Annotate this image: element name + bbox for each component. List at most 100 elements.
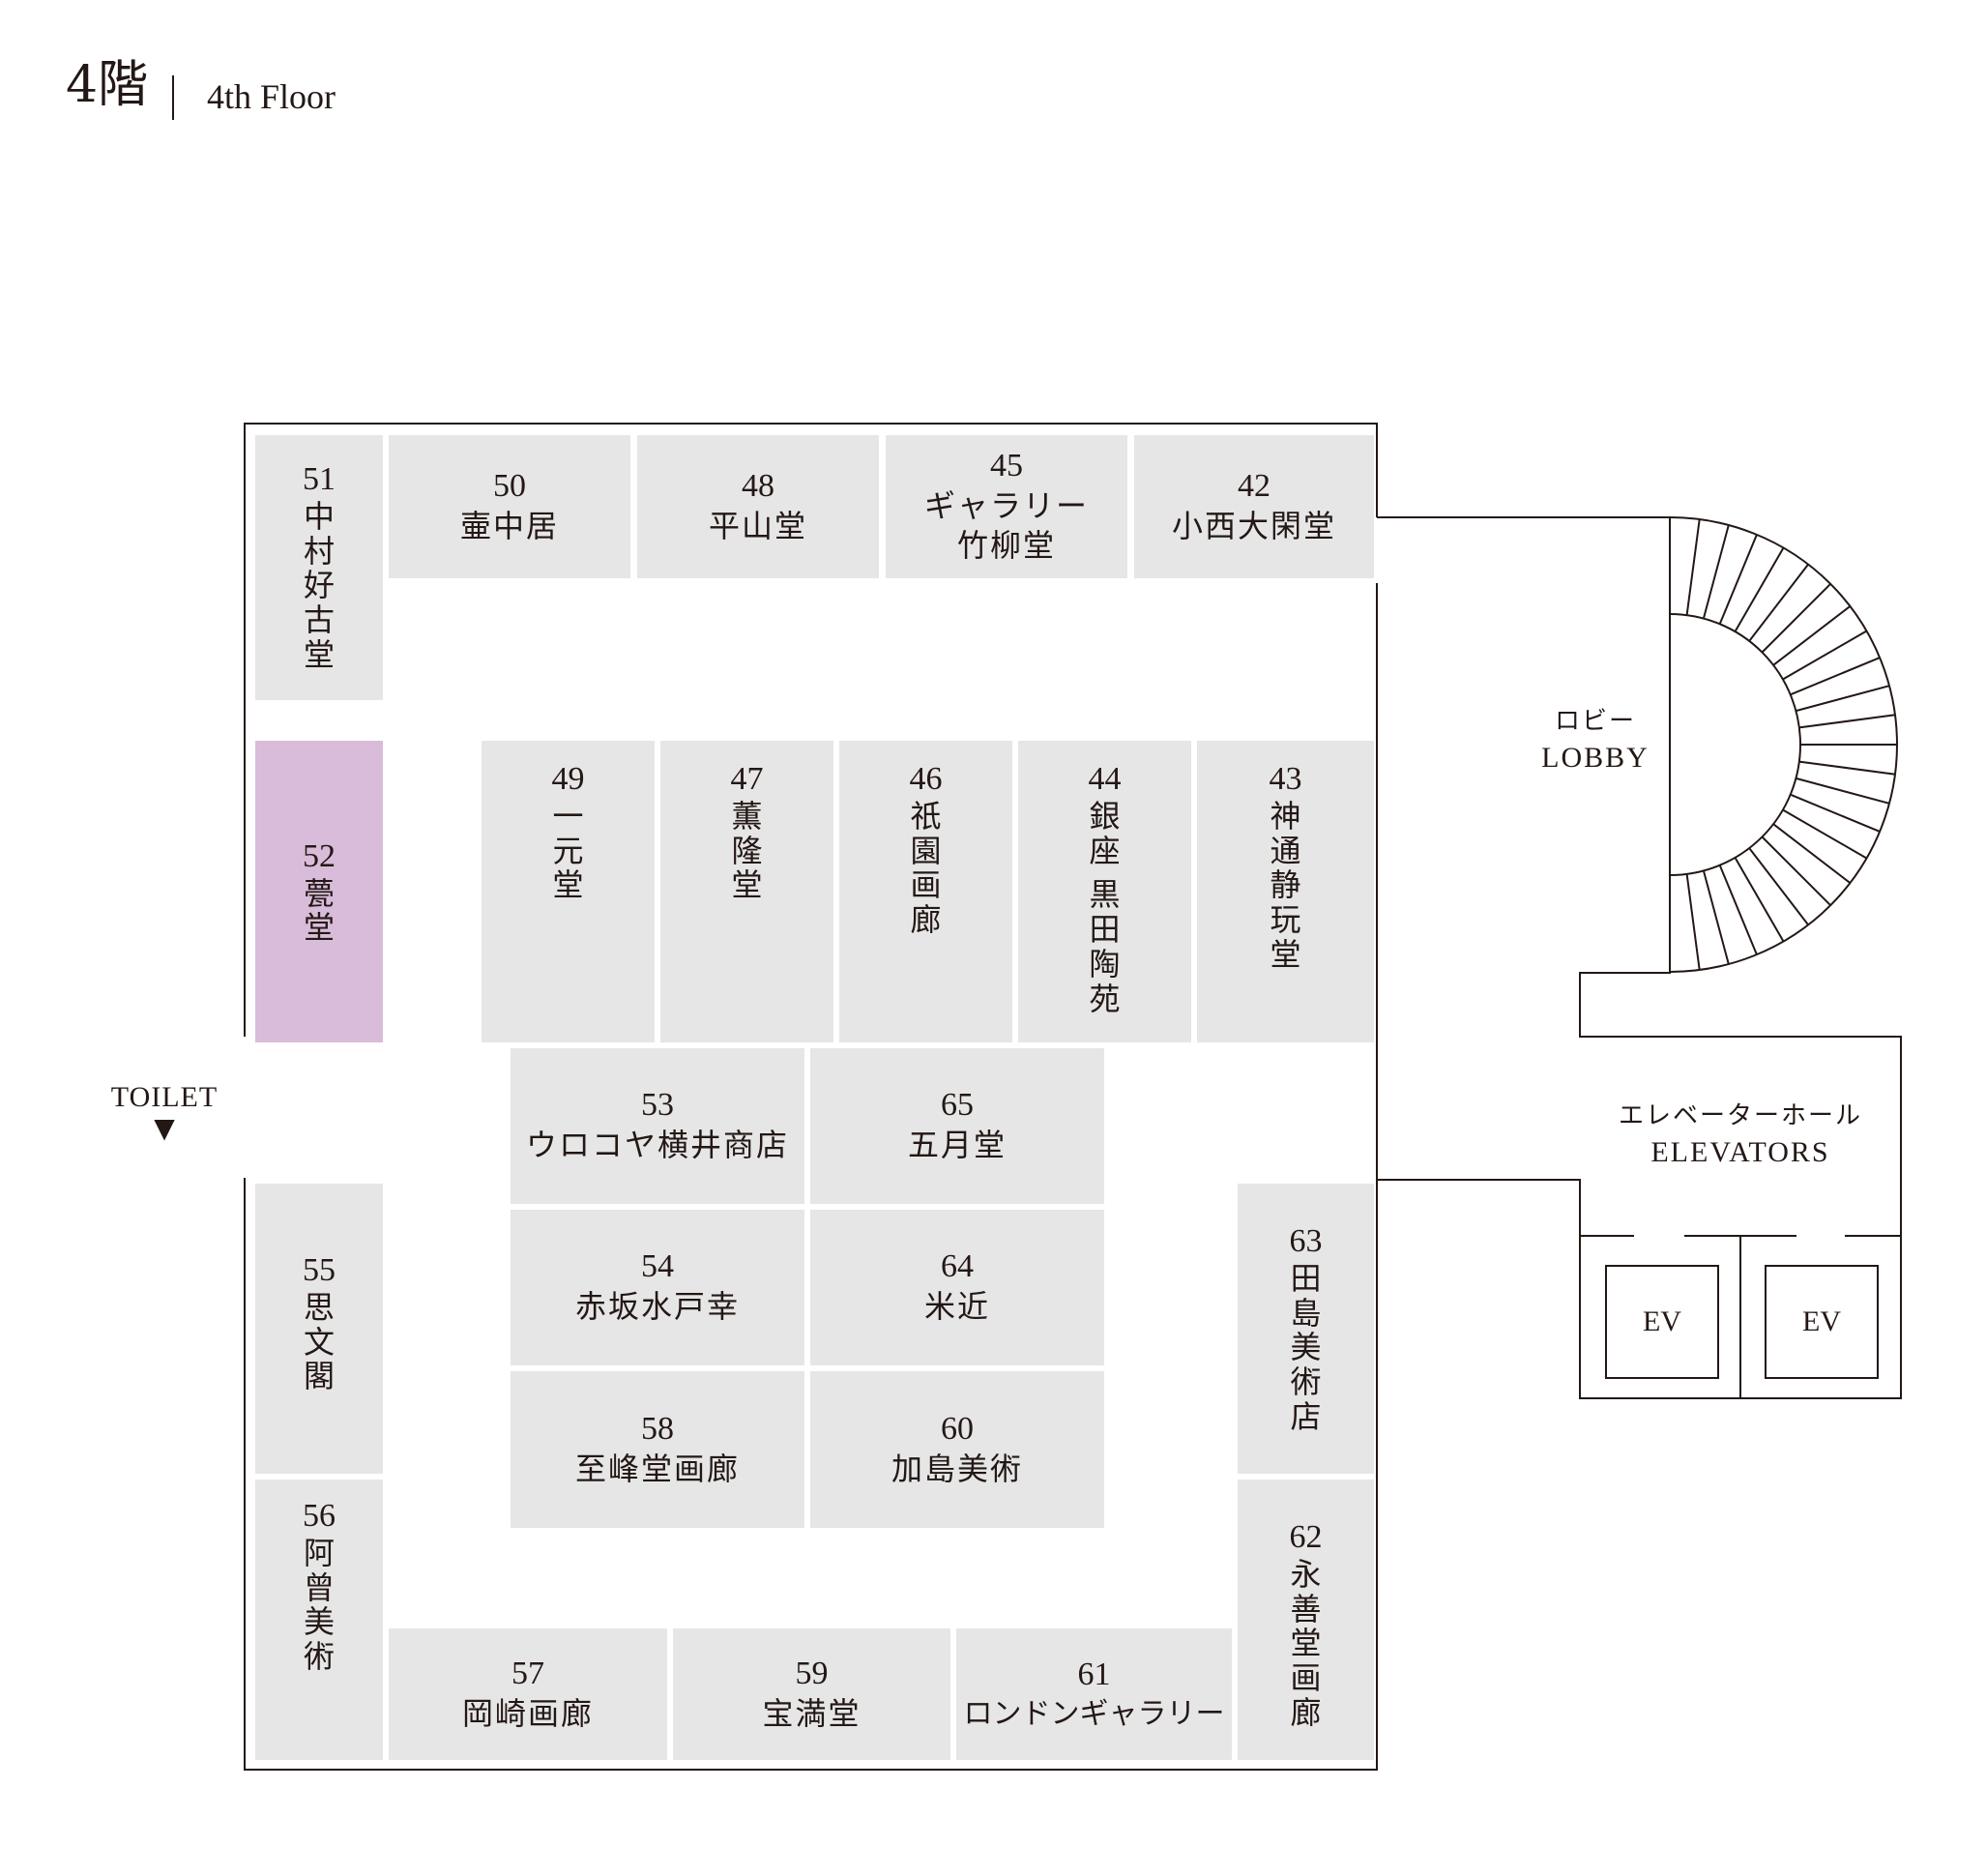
booth-name: 平山堂	[708, 507, 807, 544]
toilet-label: TOILET	[110, 1081, 219, 1113]
booth-60[interactable]: 60 加島美術	[810, 1371, 1104, 1528]
booth-number: 52	[303, 837, 336, 874]
booth-64[interactable]: 64 米近	[810, 1210, 1104, 1365]
stair-tread	[1685, 518, 1701, 616]
booth-58[interactable]: 58 至峰堂画廊	[511, 1371, 804, 1528]
stair-tread	[1782, 630, 1868, 681]
booth-57[interactable]: 57 岡崎画廊	[389, 1628, 667, 1760]
booth-61[interactable]: 61 ロンドンギャラリー	[956, 1628, 1232, 1760]
booth-54[interactable]: 54 赤坂水戸幸	[511, 1210, 804, 1365]
booth-number: 63	[1289, 1223, 1323, 1259]
hall-wall-top	[244, 423, 1378, 1037]
stair-tread	[1796, 685, 1890, 713]
stair-tread	[1796, 777, 1890, 805]
stair-tread	[1718, 865, 1758, 955]
booth-number: 44	[1088, 761, 1122, 797]
booth-name: 薫隆堂	[731, 797, 763, 904]
stair-tread	[1798, 760, 1896, 776]
booth-name: 中村好古堂	[303, 497, 335, 674]
stair-tread	[1772, 823, 1852, 884]
booth-name-line2: 黒田陶苑	[1089, 876, 1121, 1017]
booth-65[interactable]: 65 五月堂	[810, 1048, 1104, 1204]
stair-tread	[1782, 808, 1868, 860]
booth-number: 42	[1238, 467, 1270, 504]
booth-42[interactable]: 42 小西大閑堂	[1134, 435, 1374, 578]
booth-name: 宝満堂	[762, 1694, 862, 1732]
booth-number: 50	[493, 467, 526, 504]
booth-56[interactable]: 56 阿曾美術	[255, 1480, 383, 1760]
booth-name: 至峰堂画廊	[574, 1450, 740, 1487]
booth-name: 加島美術	[891, 1450, 1023, 1487]
booth-number: 61	[1077, 1656, 1111, 1693]
floor-name-english: 4th Floor	[207, 77, 336, 116]
booth-number: 49	[551, 761, 585, 797]
booth-number: 48	[742, 467, 774, 504]
booth-number: 55	[303, 1252, 336, 1288]
toilet-sign[interactable]: TOILET ▼	[93, 1081, 236, 1144]
elevator-hall-walls	[1377, 875, 1902, 1399]
elevator-1[interactable]: EV	[1605, 1265, 1719, 1379]
stair-tread	[1798, 714, 1896, 729]
down-arrow-icon: ▼	[154, 1112, 175, 1144]
elevator-hall-label-en: ELEVATORS	[1650, 1135, 1830, 1168]
lobby-label: ロビー LOBBY	[1518, 706, 1673, 777]
spiral-staircase	[1669, 516, 1898, 973]
booth-name: 田島美術店	[1290, 1259, 1322, 1436]
booth-number: 62	[1289, 1519, 1323, 1555]
booth-45[interactable]: 45 ギャラリー 竹柳堂	[886, 435, 1127, 578]
booth-number: 54	[641, 1248, 674, 1285]
booth-number: 58	[641, 1410, 674, 1447]
stair-tread	[1748, 847, 1809, 926]
booth-52[interactable]: 52 甍堂	[255, 741, 383, 1042]
booth-49[interactable]: 49 一元堂	[482, 741, 655, 1042]
booth-59[interactable]: 59 宝満堂	[673, 1628, 950, 1760]
booth-number: 51	[303, 461, 336, 497]
lobby-label-en: LOBBY	[1541, 741, 1650, 774]
booth-name: 壷中居	[459, 507, 559, 544]
stair-tread	[1685, 873, 1701, 971]
booth-55[interactable]: 55 思文閣	[255, 1184, 383, 1474]
booth-number: 59	[795, 1655, 829, 1691]
booth-number: 46	[909, 761, 943, 797]
stair-tread	[1790, 793, 1881, 833]
booth-name: 一元堂	[552, 797, 584, 904]
elevator-hall-label: エレベーターホール ELEVATORS	[1582, 1100, 1899, 1171]
stair-tread	[1734, 857, 1785, 943]
booth-name: 赤坂水戸幸	[574, 1288, 740, 1326]
stair-tread	[1748, 563, 1809, 642]
booth-name: ウロコヤ横井商店	[525, 1127, 789, 1164]
booth-53[interactable]: 53 ウロコヤ横井商店	[511, 1048, 804, 1204]
booth-51[interactable]: 51 中村好古堂	[255, 435, 383, 700]
elevator-2[interactable]: EV	[1765, 1265, 1879, 1379]
stair-tread	[1761, 583, 1831, 654]
booth-number: 45	[990, 448, 1023, 484]
floor-number: 4階	[66, 56, 149, 114]
booth-48[interactable]: 48 平山堂	[637, 435, 879, 578]
booth-name: 阿曾美術	[303, 1534, 335, 1676]
booth-name: 思文閣	[303, 1288, 335, 1395]
booth-62[interactable]: 62 永善堂画廊	[1238, 1480, 1374, 1760]
booth-46[interactable]: 46 祇園画廊	[839, 741, 1012, 1042]
booth-name: 米近	[923, 1288, 990, 1326]
elevator-hall-label-jp: エレベーターホール	[1618, 1101, 1862, 1130]
booth-43[interactable]: 43 神通静玩堂	[1197, 741, 1374, 1042]
stair-tread	[1790, 657, 1881, 696]
booth-44[interactable]: 44 銀座 黒田陶苑	[1018, 741, 1191, 1042]
booth-number: 64	[941, 1248, 974, 1285]
header-divider	[172, 75, 174, 120]
booth-name: 祇園画廊	[910, 797, 942, 939]
stair-tread	[1702, 870, 1730, 965]
booth-number: 57	[511, 1655, 544, 1691]
booth-47[interactable]: 47 薫隆堂	[660, 741, 833, 1042]
booth-50[interactable]: 50 壷中居	[389, 435, 630, 578]
booth-name: 神通静玩堂	[1270, 797, 1301, 974]
booth-number: 65	[941, 1087, 974, 1124]
stair-tread	[1702, 524, 1730, 619]
stair-tread	[1761, 835, 1831, 906]
booth-number: 47	[730, 761, 764, 797]
booth-number: 60	[941, 1410, 974, 1447]
booth-name: ロンドンギャラリー	[963, 1696, 1225, 1731]
booth-63[interactable]: 63 田島美術店	[1238, 1184, 1374, 1474]
booth-name-line1: ギャラリー	[923, 486, 1089, 524]
